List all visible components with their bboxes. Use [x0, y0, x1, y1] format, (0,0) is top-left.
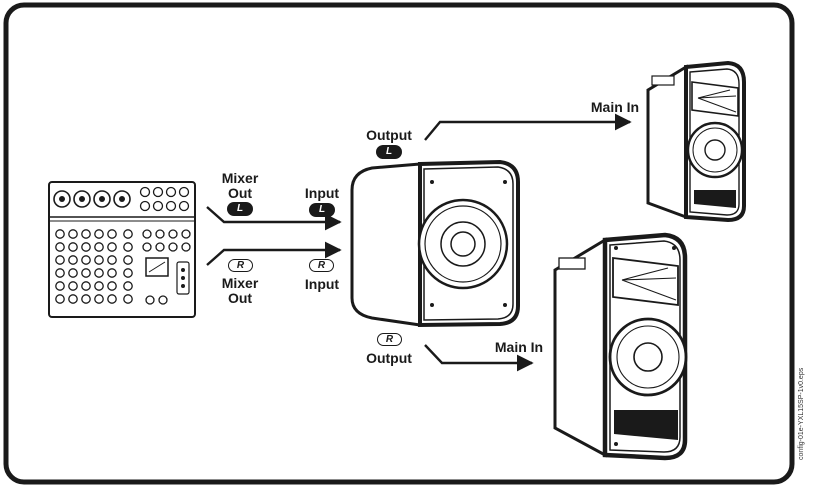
xlr-pin-1 — [59, 196, 65, 202]
master-knob — [158, 295, 168, 305]
channel-knob — [68, 255, 78, 265]
master-knob — [168, 242, 178, 252]
channel-knob — [107, 242, 117, 252]
line-jack — [165, 186, 177, 198]
badge-left-mixer: L — [227, 202, 253, 216]
master-knob — [142, 229, 152, 239]
badge-left-output: L — [376, 145, 402, 159]
channel-knob — [55, 229, 65, 239]
channel-knob — [94, 281, 104, 291]
channel-knob — [68, 229, 78, 239]
output-right-arrow — [424, 344, 534, 372]
speaker-top-illustration — [646, 60, 746, 223]
channel-knob — [94, 242, 104, 252]
channel-knob — [123, 255, 133, 265]
badge-left-input: L — [309, 203, 335, 217]
channel-knob — [81, 268, 91, 278]
channel-knob — [55, 281, 65, 291]
mixer-out-left-label: Mixer Out — [221, 170, 259, 201]
mixer-out-right-label: Mixer Out — [221, 275, 259, 306]
xlr-pin-2 — [79, 196, 85, 202]
output-left-arrow — [424, 113, 632, 141]
channel-knob — [123, 268, 133, 278]
channel-knob — [123, 294, 133, 304]
channel-knob — [55, 268, 65, 278]
channel-knob — [94, 229, 104, 239]
channel-knob — [123, 281, 133, 291]
line-jack — [178, 200, 190, 212]
left-signal-arrow — [206, 206, 342, 231]
channel-knob — [123, 242, 133, 252]
master-knob — [155, 229, 165, 239]
mixer-illustration — [48, 181, 196, 318]
channel-knob — [81, 242, 91, 252]
line-jack — [152, 200, 164, 212]
channel-knob — [107, 281, 117, 291]
master-knob — [145, 295, 155, 305]
right-signal-arrow — [206, 241, 342, 266]
channel-knob — [81, 281, 91, 291]
input-left-label: Input — [304, 185, 340, 201]
master-knob — [155, 242, 165, 252]
channel-knob — [107, 268, 117, 278]
speaker-bottom-illustration — [553, 232, 688, 461]
master-knob — [181, 229, 191, 239]
master-knob — [142, 242, 152, 252]
channel-knob — [81, 255, 91, 265]
line-jack — [139, 200, 151, 212]
line-jack — [178, 186, 190, 198]
output-right-label: Output — [366, 350, 412, 366]
channel-knob — [94, 268, 104, 278]
subwoofer-illustration — [350, 159, 520, 328]
main-in-top-label: Main In — [590, 99, 640, 115]
channel-knob — [81, 229, 91, 239]
badge-right-output: R — [377, 333, 402, 346]
output-left-label: Output — [366, 127, 412, 143]
main-in-bottom-label: Main In — [494, 339, 544, 355]
channel-knob — [55, 255, 65, 265]
diagram-frame — [3, 2, 795, 485]
badge-right-mixer: R — [228, 259, 253, 272]
channel-knob — [107, 229, 117, 239]
xlr-pin-4 — [119, 196, 125, 202]
channel-knob — [55, 294, 65, 304]
line-jack — [152, 186, 164, 198]
channel-knob — [107, 294, 117, 304]
master-knob — [168, 229, 178, 239]
input-right-label: Input — [304, 276, 340, 292]
channel-knob — [81, 294, 91, 304]
badge-right-input: R — [309, 259, 334, 272]
line-jack — [139, 186, 151, 198]
channel-knob — [94, 294, 104, 304]
channel-knob — [68, 294, 78, 304]
channel-knob — [68, 242, 78, 252]
channel-knob — [107, 255, 117, 265]
channel-knob — [68, 268, 78, 278]
master-knob — [181, 242, 191, 252]
file-caption: config-01e-YXL15SP-1v0.eps — [798, 367, 805, 460]
channel-knob — [94, 255, 104, 265]
channel-knob — [123, 229, 133, 239]
channel-knob — [68, 281, 78, 291]
channel-knob — [55, 242, 65, 252]
line-jack — [165, 200, 177, 212]
xlr-pin-3 — [99, 196, 105, 202]
